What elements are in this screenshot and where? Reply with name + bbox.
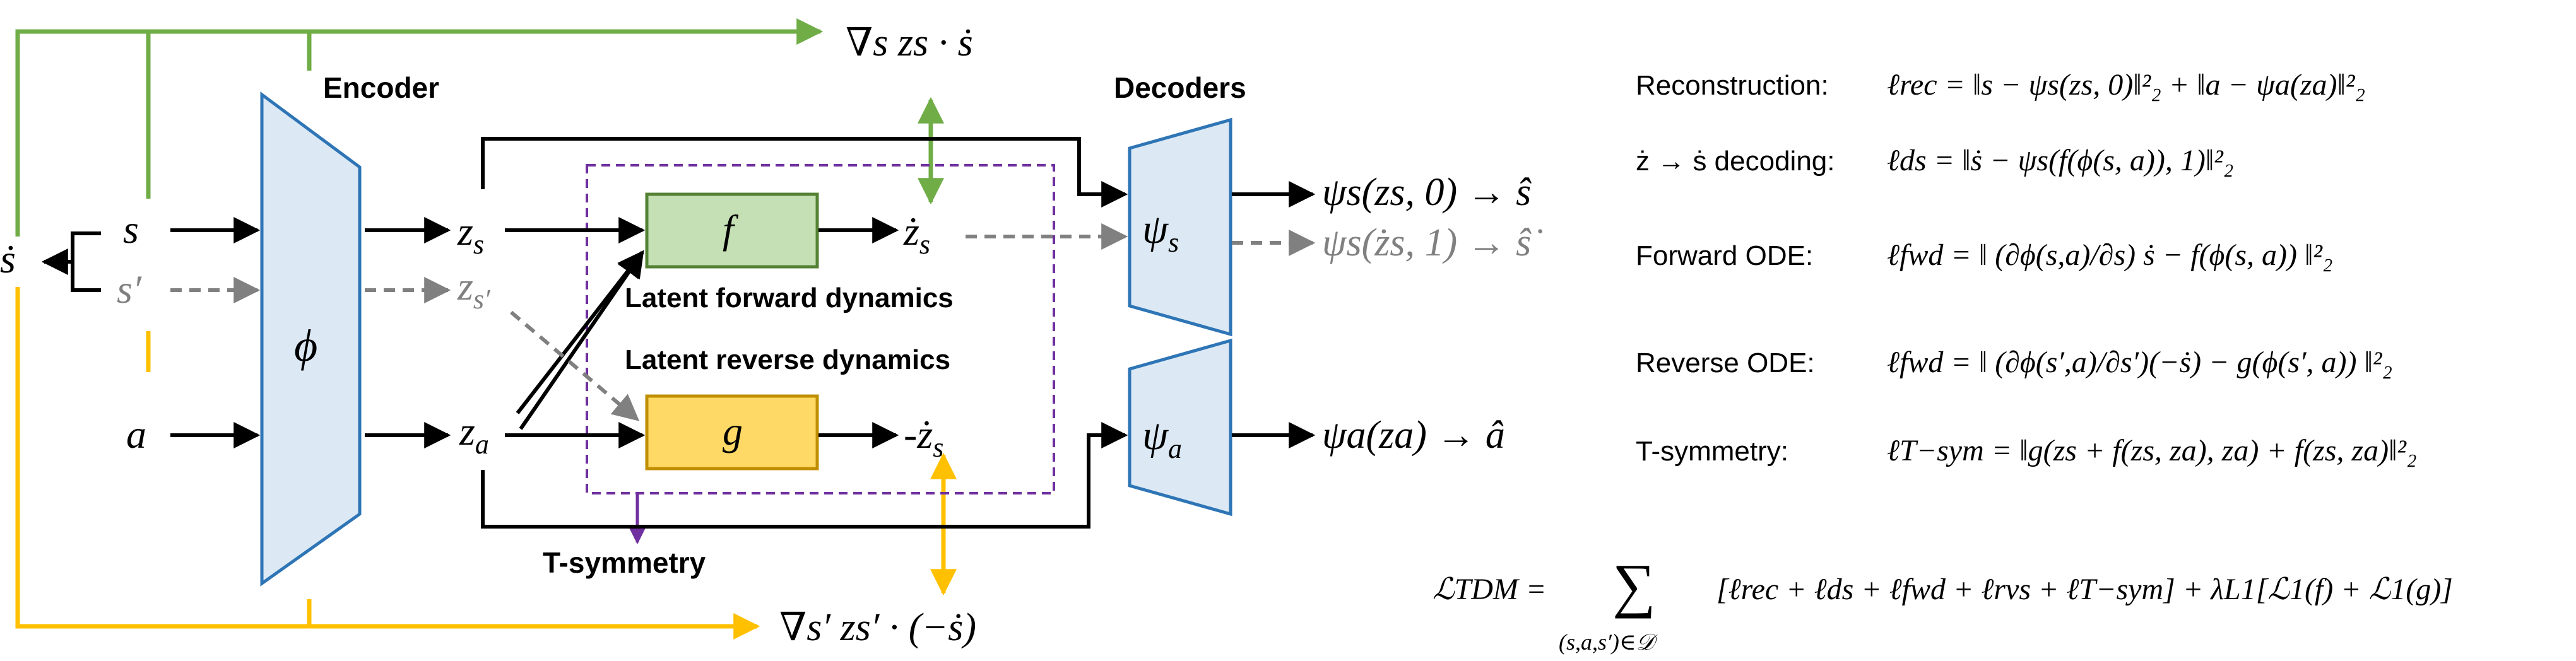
eq-label-reconstruction: Reconstruction: — [1636, 70, 1829, 101]
t-symmetry-label: T-symmetry — [543, 546, 706, 579]
total-loss-rhs: [ℓrec + ℓds + ℓfwd + ℓrvs + ℓT−sym] + λL… — [1716, 573, 2453, 606]
green-gradient-lines — [15, 18, 944, 237]
decoder-input-lines — [481, 137, 1128, 529]
latent-za: za — [459, 409, 489, 460]
dynamics-input-arrows — [505, 217, 646, 448]
eq-reverse-ode: ℓfwd = ‖ (∂ϕ(s′,a)/∂s′)(−ṡ) − g(ϕ(s′, a)… — [1887, 346, 2392, 379]
latent-zs-prime: zs′ — [457, 264, 491, 315]
g-symbol: g — [723, 409, 743, 453]
psi-a-decoder — [1128, 338, 1232, 517]
input-arrows — [170, 217, 261, 448]
psi-s-symbol: ψs — [1142, 206, 1179, 258]
latent-zs: zs — [457, 209, 484, 260]
total-loss-sum-index: (s,a,s′)∈𝒟 — [1559, 629, 1658, 655]
encoder-block — [260, 91, 362, 587]
s-dot-label: ṡ — [0, 237, 16, 281]
gradient-top-label: ∇s zs · ṡ — [846, 21, 973, 64]
input-s-prime: s′ — [117, 267, 142, 312]
input-a: a — [126, 412, 146, 457]
eq-label-decoding: ż → ṡ decoding: — [1636, 146, 1835, 177]
encoder-output-arrows — [365, 217, 451, 448]
dynamics-output-arrows — [818, 217, 899, 448]
total-loss-sum: ∑ — [1612, 551, 1655, 619]
psi-s-derivative-output: ψs(żs, 1) → ŝ̇ — [1322, 221, 1542, 264]
g-block — [645, 394, 819, 471]
total-loss: ℒTDM = ∑ (s,a,s′)∈𝒟 [ℓrec + ℓds + ℓfwd +… — [1433, 551, 2453, 655]
phi-symbol: ϕ — [294, 320, 317, 371]
eq-decoding: ℓds = ‖ṡ − ψs(f(ϕ(s, a)), 1)‖²₂ — [1887, 144, 2233, 177]
t-symmetry-box — [586, 164, 1055, 494]
psi-s-decoder — [1128, 117, 1232, 337]
sdot-branch — [41, 231, 101, 292]
yellow-gradient-lines — [15, 287, 957, 640]
input-s: s — [123, 207, 139, 252]
psi-s-reconstruction-output: ψs(zs, 0) → ŝ — [1322, 171, 1532, 214]
eq-reconstruction: ℓrec = ‖s − ψs(zs, 0)‖²₂ + ‖a − ψa(za)‖²… — [1887, 68, 2365, 102]
eq-t-symmetry: ℓT−sym = ‖g(zs + f(zs, za), za) + f(zs, … — [1887, 434, 2417, 467]
encoder-label: Encoder — [323, 71, 439, 104]
eq-label-t-symmetry: T-symmetry: — [1636, 436, 1788, 467]
loss-equations: Reconstruction: ℓrec = ‖s − ψs(zs, 0)‖²₂… — [1636, 68, 2417, 467]
eq-forward-ode: ℓfwd = ‖ (∂ϕ(s,a)/∂s) ṡ − f(ϕ(s, a)) ‖²₂ — [1887, 238, 2333, 272]
zdot-s: żs — [903, 209, 930, 260]
neg-zdot-s: -żs — [904, 412, 943, 463]
eq-label-reverse-ode: Reverse ODE: — [1636, 348, 1815, 378]
psi-a-symbol: ψa — [1142, 412, 1182, 464]
psi-a-reconstruction-output: ψa(za) → â — [1322, 414, 1505, 457]
latent-forward-label: Latent forward dynamics — [625, 283, 954, 313]
decoders-label: Decoders — [1114, 71, 1246, 104]
decoder-output-arrows — [1232, 181, 1316, 448]
gradient-bottom-label: ∇s′ zs′ · (−ṡ) — [779, 606, 976, 649]
f-block — [645, 192, 819, 269]
total-loss-lhs: ℒTDM = — [1433, 573, 1546, 606]
eq-label-forward-ode: Forward ODE: — [1636, 240, 1813, 271]
latent-reverse-label: Latent reverse dynamics — [625, 344, 950, 375]
